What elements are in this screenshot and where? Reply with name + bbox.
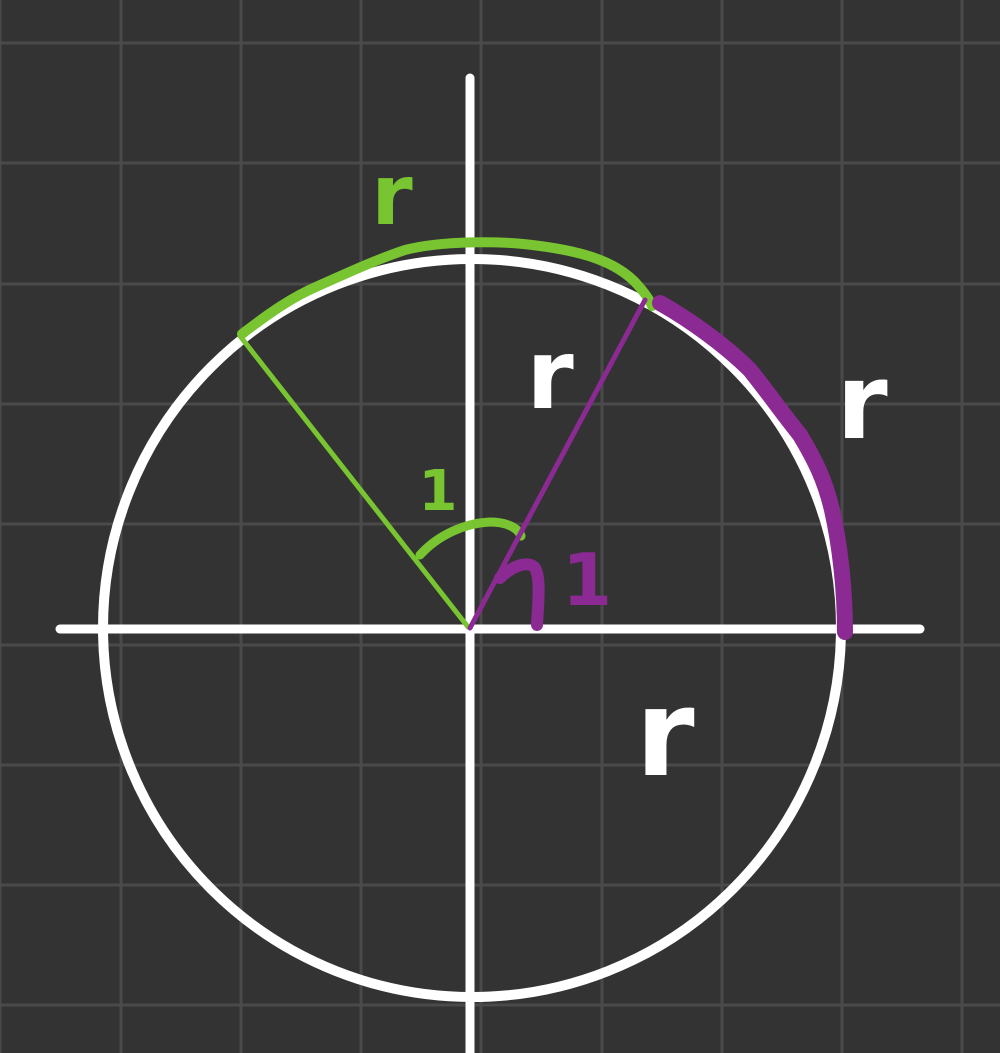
purple-arc-label: r — [836, 341, 887, 463]
horizontal-radius-label: r — [635, 665, 694, 804]
green-radius — [237, 333, 471, 630]
purple-angle-label: 1 — [562, 538, 612, 622]
green-angle-label: 1 — [419, 459, 458, 524]
green-arc-label: r — [371, 146, 413, 244]
green-angle-arc — [415, 517, 526, 560]
radius-inside-label: r — [526, 319, 574, 431]
purple-angle-arc — [494, 558, 545, 631]
purple-arc — [652, 295, 853, 640]
green-arc — [237, 237, 657, 339]
